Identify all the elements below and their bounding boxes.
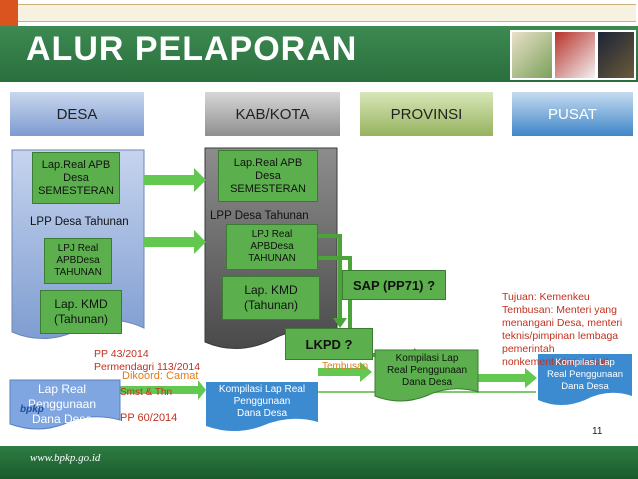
kab-lap-real-apb-line3: SEMESTERAN — [230, 182, 306, 195]
lkpd-box: LKPD ? — [285, 328, 373, 360]
desa-lap-real-penggunaan-text: Lap Real Penggunaan Dana Desa — [14, 382, 110, 427]
desa-lap-real-apb-line1: Lap.Real APB — [41, 158, 111, 171]
desa-kmd-line2: (Tahunan) — [53, 312, 109, 326]
arrow-desa-to-kab-bottom — [118, 380, 206, 400]
kab-kompilasi-line1: Kompilasi Lap Real — [218, 384, 306, 395]
pusat-tujuan-line5: pemerintah — [502, 343, 555, 355]
arrow-kab-to-prov-tembusan — [318, 362, 372, 382]
desa-kmd-line1: Lap. KMD — [54, 297, 108, 311]
tembusan-label: Tembusan — [322, 361, 369, 372]
desa-lap-real-penggunaan-line2: Penggunaan — [27, 397, 97, 411]
kab-lpj-line2: APBDesa — [250, 241, 294, 252]
prov-kompilasi-line3: Dana Desa — [401, 377, 453, 388]
column-header-kabkota: KAB/KOTA — [205, 92, 340, 136]
desa-lpj-line1: LPJ Real — [57, 243, 99, 254]
page-number: 11 — [592, 426, 603, 437]
desa-lpj-line2: APBDesa — [56, 255, 100, 266]
pusat-tujuan-line6: nonkementerian terkait — [502, 356, 609, 368]
corner-accent — [0, 0, 18, 26]
pp43-label: PP 43/2014 — [94, 348, 149, 360]
kab-lap-real-apb-box: Lap.Real APB Desa SEMESTERAN — [218, 150, 318, 202]
kab-lap-real-apb-line2: Desa — [255, 169, 281, 182]
footer-website-link[interactable]: www.bpkp.go.id — [30, 452, 101, 464]
pusat-kompilasi-line1: Kompilasi Lap — [555, 357, 615, 368]
desa-lpj-line3: TAHUNAN — [54, 267, 102, 278]
pusat-compilation-document-shape — [538, 354, 632, 405]
pp60-label: PP 60/2014 — [120, 412, 178, 424]
arrowhead-to-lkpd — [333, 318, 347, 328]
pusat-tujuan-note: Tujuan: Kemenkeu Tembusan: Menteri yang … — [502, 291, 637, 369]
kab-kompilasi-text: Kompilasi Lap Real Penggunaan Dana Desa — [208, 384, 316, 420]
pusat-tujuan-line3: menangani Desa, menteri — [502, 317, 623, 329]
arrow-prov-to-pusat — [475, 368, 537, 388]
prov-compilation-document-shape — [374, 349, 479, 402]
kab-lpj-line1: LPJ Real — [251, 229, 293, 240]
desa-lpj-box: LPJ Real APBDesa TAHUNAN — [44, 238, 112, 284]
kab-kmd-line2: (Tahunan) — [243, 298, 299, 312]
top-decorative-stripe — [8, 4, 636, 22]
pusat-tujuan-line4: teknis/pimpinan lembaga — [502, 330, 619, 342]
pusat-tujuan-line2: Tembusan: Menteri yang — [502, 304, 617, 316]
kab-kompilasi-line3: Dana Desa — [236, 408, 288, 419]
kab-kompilasi-line2: Penggunaan — [233, 396, 291, 407]
kab-compilation-document-shape — [206, 382, 318, 431]
footer-bar — [0, 446, 638, 479]
pusat-kompilasi-line3: Dana Desa — [561, 381, 609, 392]
pusat-kompilasi-text: Kompilasi Lap Real Penggunaan Dana Desa — [538, 357, 632, 393]
permendagri-label: Permendagri 113/2014 — [94, 361, 201, 373]
connector-kab-to-lkpd — [318, 234, 342, 322]
bottom-desa-document-shape — [9, 379, 121, 430]
kab-lap-real-apb-line1: Lap.Real APB — [233, 156, 303, 169]
kab-lpp-label: LPP Desa Tahunan — [210, 210, 309, 222]
kab-lpj-line3: TAHUNAN — [248, 253, 296, 264]
prov-kompilasi-line1: Kompilasi Lap — [395, 353, 459, 364]
column-header-pusat: PUSAT — [512, 92, 633, 136]
prov-kompilasi-text: Kompilasi Lap Real Penggunaan Dana Desa — [376, 353, 478, 389]
column-header-desa: DESA — [10, 92, 144, 136]
desa-lap-real-apb-box: Lap.Real APB Desa SEMESTERAN — [32, 152, 120, 204]
slide-title: ALUR PELAPORAN — [26, 30, 358, 68]
sap-box: SAP (PP71) ? — [342, 270, 446, 300]
arrow-desa-to-kab-2 — [144, 230, 206, 254]
prov-kompilasi-line2: Real Penggunaan — [386, 365, 468, 376]
kab-lpj-box: LPJ Real APBDesa TAHUNAN — [226, 224, 318, 270]
desa-lap-real-apb-line3: SEMESTERAN — [38, 184, 114, 197]
desa-lap-real-penggunaan-line3: Dana Desa — [31, 412, 93, 426]
smst-label: Smst & Thn — [120, 387, 173, 398]
dikoord-label: Dikoord: Camat — [122, 370, 199, 382]
kab-kmd-line1: Lap. KMD — [244, 283, 298, 297]
arrow-desa-to-kab-1 — [144, 168, 206, 192]
bpkp-logo: bpkp — [20, 404, 44, 415]
desa-lap-real-apb-line2: Desa — [63, 171, 89, 184]
column-header-provinsi: PROVINSI — [360, 92, 493, 136]
kab-kmd-box: Lap. KMD (Tahunan) — [222, 276, 320, 320]
city-photo-image — [596, 30, 636, 80]
pusat-tujuan-line1: Tujuan: Kemenkeu — [502, 291, 590, 303]
desa-lpp-label: LPP Desa Tahunan — [30, 216, 129, 228]
flag-image — [553, 30, 597, 80]
desa-lap-real-penggunaan-line1: Lap Real — [37, 382, 87, 396]
pusat-kompilasi-line2: Real Penggunaan — [546, 369, 624, 380]
desa-kmd-box: Lap. KMD (Tahunan) — [40, 290, 122, 334]
